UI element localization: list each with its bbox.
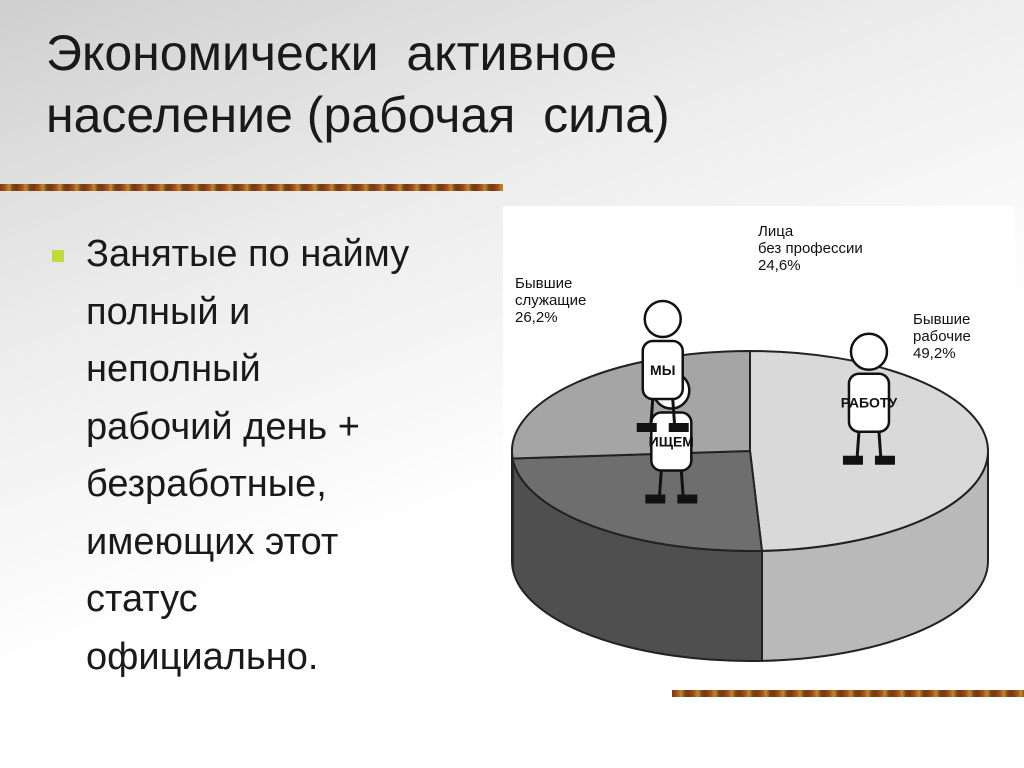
figure-shoe-right-1	[677, 494, 698, 504]
figure-shoe-right-0	[874, 455, 895, 465]
pie-slice-2	[511, 349, 751, 460]
figure-leg-left-2	[649, 398, 655, 428]
decorative-bar-top	[0, 184, 503, 191]
figure-sign-2: МЫ	[650, 362, 675, 378]
bullet-line-8: официально.	[86, 635, 319, 678]
pie-side-2-0	[511, 450, 514, 569]
figure-shoe-left-2	[636, 423, 657, 433]
figure-leg-left-0	[855, 431, 861, 460]
pie-label-line-0-2: 49,2%	[913, 345, 956, 362]
bullet-line-5: безработные,	[86, 463, 327, 505]
pie-label-line-1-2: 24,6%	[758, 257, 801, 274]
title-line-2: население (рабочая сила)	[46, 87, 670, 143]
figure-sign-1: ИЩЕМ	[649, 434, 694, 450]
figure-head-2	[643, 299, 682, 339]
slide-title: Экономически активное население (рабочая…	[46, 22, 946, 146]
pie-label-line-2-2: 26,2%	[515, 309, 558, 326]
bullet-text: Занятые по найму полный и неполный рабоч…	[86, 226, 486, 686]
figure-leg-right-2	[671, 398, 677, 428]
figure-shoe-right-2	[668, 423, 689, 433]
bullet-line-1: Занятые по найму	[86, 233, 410, 275]
pie-label-line-2-0: Бывшие	[515, 275, 572, 292]
bullet-line-3: неполный	[86, 348, 261, 390]
title-line-1: Экономически активное	[46, 25, 618, 81]
figure-2: МЫ	[636, 299, 689, 433]
figure-shoe-left-1	[645, 494, 666, 504]
figure-leg-right-1	[679, 470, 685, 499]
pie-top-group	[511, 349, 989, 552]
pie-figures-group: РАБОТУ ИЩЕМ МЫ	[636, 299, 898, 504]
decorative-bar-bottom	[672, 690, 1024, 697]
bullet-line-6: имеющих этот	[86, 520, 339, 563]
bullet-line-2: полный и	[86, 290, 251, 333]
pie-label-line-0-1: рабочие	[913, 328, 971, 345]
figure-leg-right-0	[877, 431, 883, 460]
bullet-line-4: рабочий день +	[86, 405, 360, 448]
pie-label-line-0-0: Бывшие	[913, 311, 970, 328]
figure-sign-0: РАБОТУ	[841, 395, 898, 411]
bullet-line-7: статус	[86, 578, 198, 620]
figure-head-0	[849, 332, 889, 371]
pie-slice-1	[511, 449, 764, 552]
figure-body-2	[641, 339, 684, 401]
figure-leg-left-1	[657, 470, 663, 499]
pie-label-line-1-0: Лица	[758, 223, 794, 240]
figure-shoe-left-0	[842, 455, 863, 465]
figure-body-0	[847, 372, 891, 433]
bullet-marker-icon	[52, 250, 64, 262]
figure-0: РАБОТУ	[841, 332, 898, 465]
pie-label-line-1-1: без профессии	[758, 240, 863, 257]
pie-label-line-2-1: служащие	[515, 292, 586, 309]
